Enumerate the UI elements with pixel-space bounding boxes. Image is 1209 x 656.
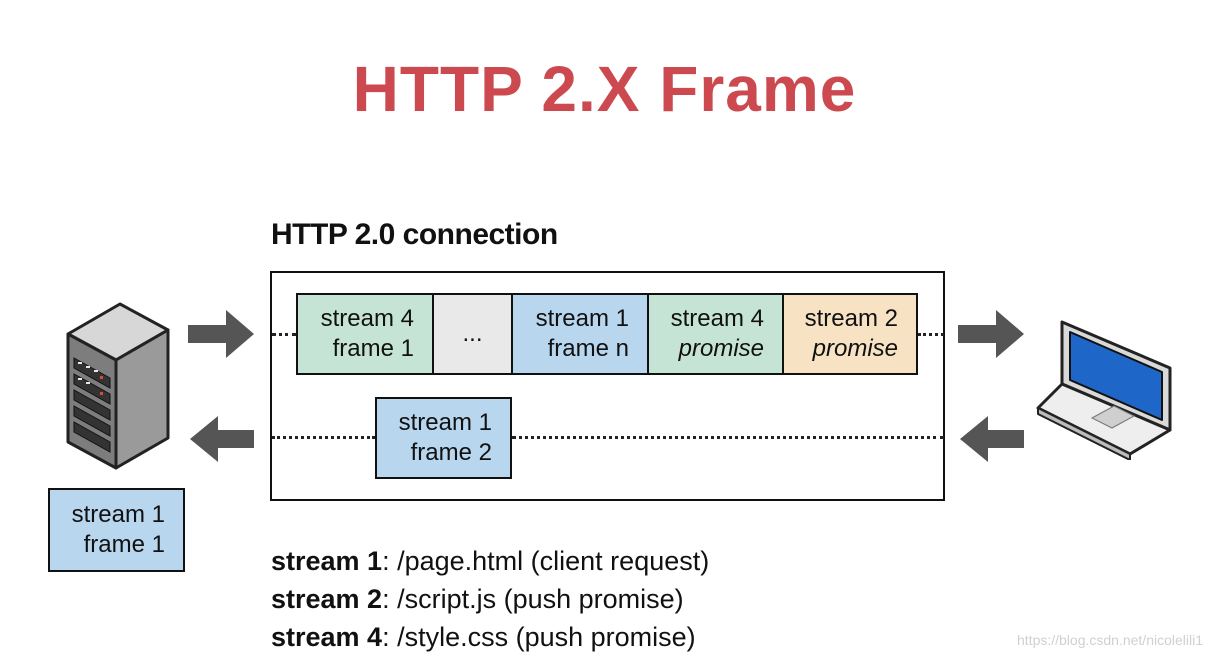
frame-line1: stream 1 [71, 501, 165, 528]
frame-stream2-promise: stream 2 promise [784, 295, 916, 373]
legend-row: stream 2: /script.js (push promise) [271, 580, 709, 618]
legend-stream: stream 1 [271, 546, 383, 576]
frame-line1: stream 1 [535, 305, 629, 332]
watermark: https://blog.csdn.net/nicolelili1 [1017, 632, 1203, 648]
arrow-left-icon [960, 416, 1024, 462]
legend-desc: : /style.css (push promise) [382, 622, 696, 652]
frame-line2: promise [812, 335, 898, 362]
page-title: HTTP 2.X Frame [352, 53, 857, 125]
connection-label: HTTP 2.0 connection [271, 218, 558, 251]
frame-line1: stream 2 [804, 305, 898, 332]
arrow-left-icon [190, 416, 254, 462]
frame-stream4-frame1: stream 4 frame 1 [298, 295, 434, 373]
frame-line2: promise [678, 335, 764, 362]
legend-row: stream 4: /style.css (push promise) [271, 618, 709, 656]
frame-ellipsis: ... [434, 295, 513, 373]
frame-line2: frame 1 [83, 531, 165, 558]
frame-stream1-framen: stream 1 frame n [513, 295, 649, 373]
frame-line1: stream 4 [670, 305, 764, 332]
outgoing-dotted-line-left [272, 333, 296, 336]
frame-line1: stream 4 [320, 305, 414, 332]
outgoing-dotted-line-right [918, 333, 944, 336]
server-frame: stream 1 frame 1 [48, 488, 185, 572]
legend-row: stream 1: /page.html (client request) [271, 542, 709, 580]
arrow-right-icon [958, 310, 1024, 358]
arrow-right-icon [188, 310, 254, 358]
laptop-icon [1036, 320, 1172, 460]
frame-line1: ... [462, 320, 483, 347]
incoming-dotted-line-left [272, 436, 375, 439]
legend-stream: stream 4 [271, 622, 383, 652]
frame-line2: frame 1 [332, 335, 414, 362]
frame-line2: frame 2 [410, 439, 492, 466]
frame-line1: stream 1 [398, 409, 492, 436]
legend-desc: : /page.html (client request) [382, 546, 710, 576]
legend-desc: : /script.js (push promise) [382, 584, 684, 614]
outgoing-frames: stream 4 frame 1 ... stream 1 frame n st… [296, 293, 918, 375]
incoming-dotted-line-right [512, 436, 944, 439]
stream-legend: stream 1: /page.html (client request) st… [271, 542, 709, 656]
legend-stream: stream 2 [271, 584, 383, 614]
server-tower-icon [66, 302, 170, 470]
incoming-frame: stream 1 frame 2 [375, 397, 512, 479]
frame-line2: frame n [547, 335, 629, 362]
frame-stream4-promise: stream 4 promise [649, 295, 784, 373]
